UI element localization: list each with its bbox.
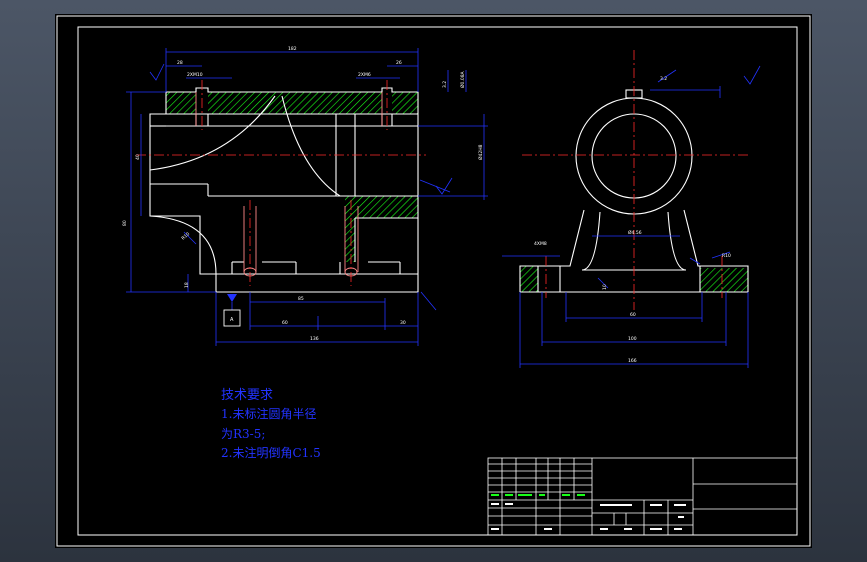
tech-req-item1-line2: 为R3-5; [221,427,266,441]
svg-text:28: 28 [177,60,183,66]
title-block-cell-marks [491,494,585,496]
inner-border [77,26,798,536]
side-dimensions [502,69,749,368]
datum-marker [223,294,241,327]
svg-text:Ø0.08A: Ø0.08A [459,70,466,88]
title-block-cell-marks-white [491,503,686,530]
svg-text:26: 26 [396,60,402,66]
title-block [487,457,798,536]
svg-text:136: 136 [310,336,319,342]
svg-text:182: 182 [288,46,297,52]
side-centerlines [522,50,750,310]
side-dimension-text: 166 100 60 Ø4.56 4XM8 3.2 R10 10 [534,76,731,364]
front-dimensions [126,48,488,346]
svg-text:Ø42H8: Ø42H8 [477,144,484,160]
tech-req-item2: 2.未注明倒角C1.5 [221,446,321,460]
surface-roughness-symbols [149,63,761,195]
svg-text:40: 40 [135,154,141,160]
svg-text:Ø4.56: Ø4.56 [628,229,642,236]
svg-text:10: 10 [602,284,608,290]
svg-text:2XM10: 2XM10 [187,72,203,78]
svg-text:3.2: 3.2 [660,76,667,82]
tech-req-item1-line1: 1.未标注圆角半径 [221,407,317,421]
section-hatching [166,92,418,262]
svg-text:60: 60 [282,320,288,326]
svg-text:85: 85 [298,296,304,302]
svg-text:30: 30 [400,320,406,326]
svg-text:166: 166 [628,358,637,364]
side-view: 166 100 60 Ø4.56 4XM8 3.2 R10 10 [502,50,750,368]
svg-text:4XM8: 4XM8 [534,241,547,247]
front-centerlines [136,80,426,286]
outer-border [56,15,811,547]
svg-text:R10: R10 [180,231,191,241]
svg-text:R10: R10 [722,253,731,259]
svg-text:100: 100 [628,336,637,342]
side-hatching [520,266,748,292]
datum-label: A [230,317,234,323]
front-dimension-text: 182 28 26 2XM10 2XM6 80 40 18 85 60 30 1… [122,46,484,342]
front-section-view: 182 28 26 2XM10 2XM6 80 40 18 85 60 30 1… [122,46,488,346]
svg-text:3.2: 3.2 [442,81,448,88]
svg-text:80: 80 [122,220,128,226]
tech-req-heading: 技术要求 [221,388,274,403]
svg-text:60: 60 [630,312,636,318]
svg-text:18: 18 [184,282,190,288]
svg-text:2XM6: 2XM6 [358,72,371,78]
